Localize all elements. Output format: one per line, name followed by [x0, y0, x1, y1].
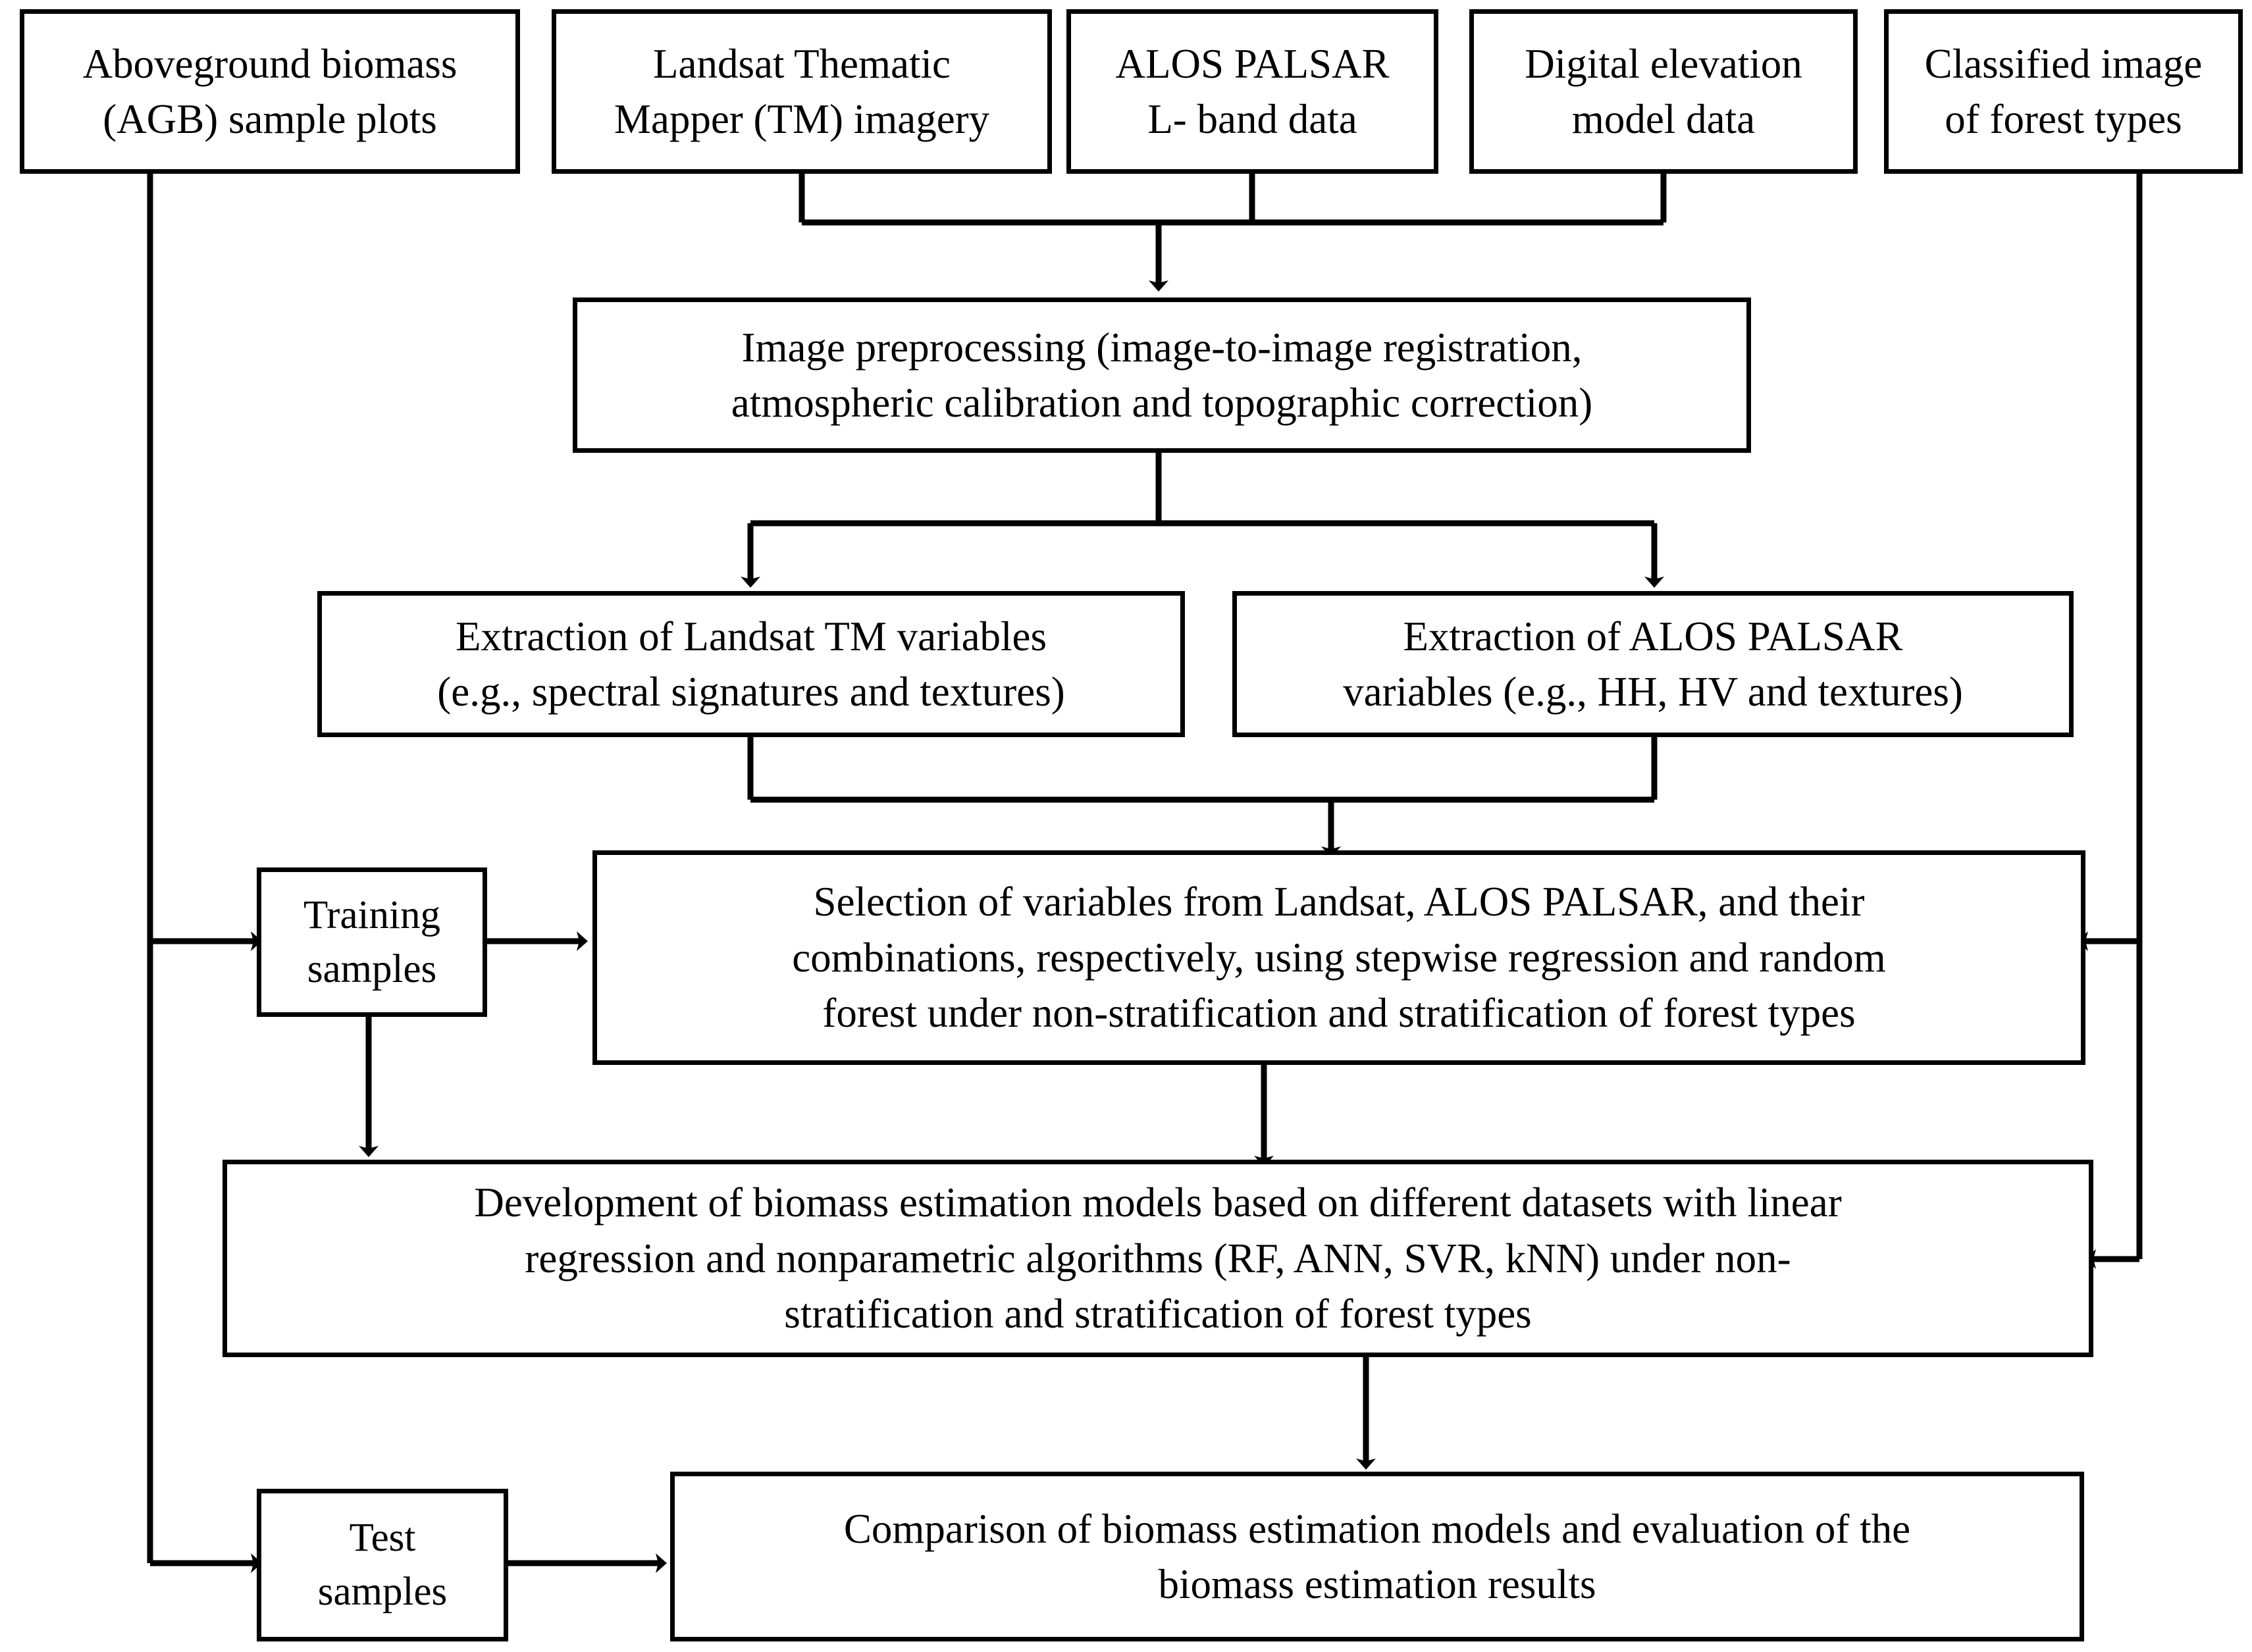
- node-landsat-label: Landsat Thematic Mapper (TM) imagery: [614, 40, 990, 142]
- node-agb-sample-plots[interactable]: Aboveground biomass (AGB) sample plots: [20, 9, 520, 174]
- node-classified-forest-types[interactable]: Classified image of forest types: [1884, 9, 2243, 174]
- node-dem-label: Digital elevation model data: [1525, 40, 1802, 142]
- node-landsat-tm-imagery[interactable]: Landsat Thematic Mapper (TM) imagery: [552, 9, 1052, 174]
- node-extract-palsar-label: Extraction of ALOS PALSAR variables (e.g…: [1343, 613, 1963, 715]
- node-palsar-label: ALOS PALSAR L- band data: [1115, 40, 1390, 142]
- node-image-preprocessing[interactable]: Image preprocessing (image-to-image regi…: [573, 297, 1751, 453]
- node-agb-label: Aboveground biomass (AGB) sample plots: [82, 40, 458, 142]
- node-training-label: Training samples: [303, 892, 440, 991]
- node-extract-tm-label: Extraction of Landsat TM variables (e.g.…: [437, 613, 1065, 715]
- node-extraction-landsat-tm[interactable]: Extraction of Landsat TM variables (e.g.…: [317, 591, 1185, 737]
- node-comparison-label: Comparison of biomass estimation models …: [843, 1505, 1911, 1607]
- node-alos-palsar-data[interactable]: ALOS PALSAR L- band data: [1066, 9, 1438, 174]
- node-selection-of-variables[interactable]: Selection of variables from Landsat, ALO…: [592, 850, 2085, 1065]
- node-training-samples[interactable]: Training samples: [257, 867, 487, 1017]
- node-digital-elevation-model[interactable]: Digital elevation model data: [1469, 9, 1858, 174]
- node-test-label: Test samples: [317, 1516, 448, 1614]
- node-selection-label: Selection of variables from Landsat, ALO…: [792, 879, 1886, 1037]
- node-preprocessing-label: Image preprocessing (image-to-image regi…: [731, 324, 1593, 426]
- node-test-samples[interactable]: Test samples: [257, 1489, 508, 1641]
- node-development-label: Development of biomass estimation models…: [474, 1179, 1842, 1337]
- node-classified-label: Classified image of forest types: [1924, 40, 2203, 142]
- node-comparison-of-models[interactable]: Comparison of biomass estimation models …: [670, 1472, 2084, 1641]
- node-extraction-alos-palsar[interactable]: Extraction of ALOS PALSAR variables (e.g…: [1232, 591, 2074, 737]
- node-development-of-models[interactable]: Development of biomass estimation models…: [223, 1160, 2093, 1357]
